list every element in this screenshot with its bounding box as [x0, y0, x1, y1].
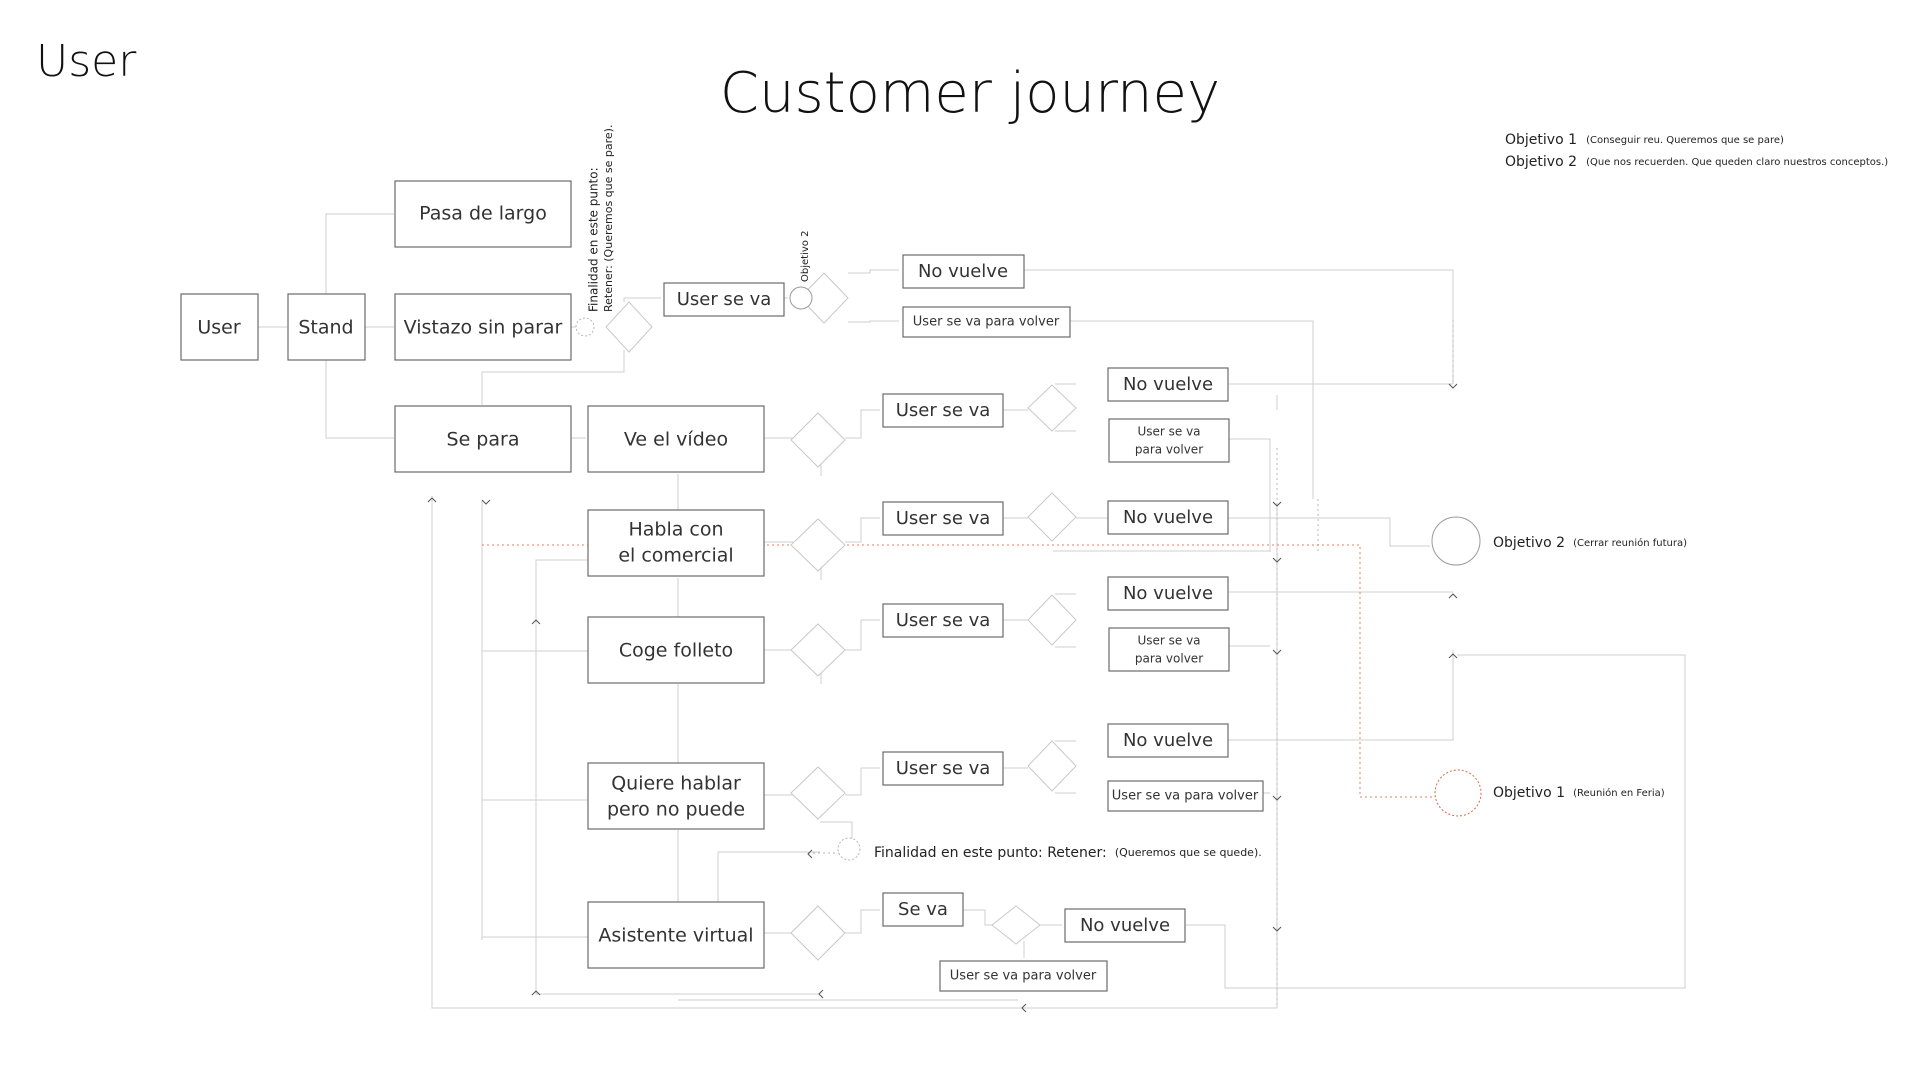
svg-text:para volver: para volver: [1135, 443, 1203, 457]
node-asist-no-vuelve: No vuelve: [1064, 908, 1186, 943]
svg-text:No vuelve: No vuelve: [1123, 730, 1213, 751]
node-top-user-se-va: User se va: [663, 282, 785, 317]
legend-objetivo-1: Objetivo 1 (Conseguir reu. Queremos que …: [1505, 130, 1784, 149]
svg-text:No vuelve: No vuelve: [1123, 583, 1213, 604]
svg-text:User se va para volver: User se va para volver: [913, 315, 1060, 330]
node-habla-user-se-va: User se va: [882, 501, 1004, 536]
node-quiere-user-se-va: User se va: [882, 751, 1004, 786]
svg-text:Habla con: Habla con: [628, 519, 723, 541]
node-user: User: [180, 293, 259, 361]
diamond-quiere: [790, 766, 846, 820]
node-asist-user-se-va-para-volver: User se va para volver: [939, 960, 1108, 992]
svg-text:Pasa de largo: Pasa de largo: [419, 203, 547, 225]
annotation-objetivo-2-small: Objetivo 2: [800, 231, 811, 282]
node-quiere-user-se-va-para-volver: User se va para volver: [1107, 780, 1264, 812]
diamond-asist-right: [991, 905, 1041, 945]
diamond-quiere-right: [1027, 740, 1077, 792]
svg-text:No vuelve: No vuelve: [1080, 915, 1170, 936]
corner-label: User: [36, 36, 137, 87]
node-ve-el-video: Ve el vídeo: [587, 405, 765, 473]
diamond-habla: [790, 518, 846, 572]
node-folleto-user-se-va: User se va: [882, 603, 1004, 638]
node-top-user-se-va-para-volver: User se va para volver: [902, 306, 1071, 338]
decision-diamonds: [605, 272, 1077, 961]
annotation-retener-quede: Finalidad en este punto: Retener: (Quere…: [874, 843, 1262, 862]
svg-text:Asistente virtual: Asistente virtual: [598, 925, 753, 947]
diamond-habla-right: [1027, 492, 1077, 542]
goal-objetivo-1-label: Objetivo 1 (Reunión en Feria): [1493, 783, 1665, 802]
node-habla-no-vuelve: No vuelve: [1107, 500, 1229, 535]
svg-text:para volver: para volver: [1135, 652, 1203, 666]
node-coge-folleto: Coge folleto: [587, 616, 765, 684]
arrowheads: [427, 383, 1458, 1013]
goal-objetivo-2-label: Objetivo 2 (Cerrar reunión futura): [1493, 533, 1687, 552]
node-stand: Stand: [287, 293, 366, 361]
node-asistente-virtual: Asistente virtual: [587, 901, 765, 969]
legend-objetivo-2: Objetivo 2 (Que nos recuerden. Que quede…: [1505, 152, 1888, 171]
goal-objetivo-1-circle: [1434, 769, 1482, 817]
svg-text:User se va: User se va: [677, 289, 772, 310]
svg-text:User se va para volver: User se va para volver: [950, 969, 1097, 984]
node-pasa-de-largo: Pasa de largo: [394, 180, 572, 248]
svg-text:Se va: Se va: [898, 899, 948, 920]
svg-text:No vuelve: No vuelve: [1123, 374, 1213, 395]
node-folleto-no-vuelve: No vuelve: [1107, 576, 1229, 611]
page-title: Customer journey: [720, 61, 1220, 126]
svg-text:User se va: User se va: [896, 610, 991, 631]
node-quiere-no-vuelve: No vuelve: [1107, 723, 1229, 758]
node-video-no-vuelve: No vuelve: [1107, 367, 1229, 402]
retener-marker-bottom: [837, 837, 861, 861]
svg-text:User se va: User se va: [896, 508, 991, 529]
node-folleto-user-se-va-para-volver: User se va para volver: [1108, 627, 1230, 672]
diamond-video-right: [1027, 384, 1077, 432]
node-top-no-vuelve: No vuelve: [902, 254, 1025, 289]
objetivo-2-marker: [789, 286, 813, 310]
svg-text:Quiere hablar: Quiere hablar: [611, 773, 741, 795]
retener-marker-top: [575, 317, 595, 337]
node-quiere-hablar: Quiere hablar pero no puede: [587, 762, 765, 830]
node-se-para: Se para: [394, 405, 572, 473]
goal-objetivo-2-circle: [1431, 516, 1481, 566]
svg-text:No vuelve: No vuelve: [1123, 507, 1213, 528]
svg-text:User: User: [197, 317, 240, 339]
svg-text:Coge folleto: Coge folleto: [619, 640, 733, 662]
node-vistazo-sin-parar: Vistazo sin parar: [394, 293, 572, 361]
annotation-finalidad-line-1: Finalidad en este punto:: [587, 167, 601, 312]
node-habla-con-el-comercial: Habla con el comercial: [587, 509, 765, 577]
svg-text:User se va: User se va: [1137, 634, 1200, 648]
svg-text:No vuelve: No vuelve: [918, 261, 1008, 282]
svg-text:Stand: Stand: [298, 317, 353, 339]
svg-text:User se va para volver: User se va para volver: [1112, 789, 1259, 804]
svg-text:el comercial: el comercial: [618, 545, 733, 567]
node-video-user-se-va-para-volver: User se va para volver: [1108, 418, 1230, 463]
svg-text:Vistazo sin parar: Vistazo sin parar: [404, 317, 563, 339]
annotation-finalidad-line-2: Retener: (Queremos que se pare).: [602, 125, 615, 312]
svg-text:Ve el vídeo: Ve el vídeo: [624, 429, 728, 451]
diamond-vistazo: [605, 301, 653, 353]
diamond-video: [790, 412, 846, 468]
svg-text:User se va: User se va: [1137, 425, 1200, 439]
diamond-asist: [790, 905, 846, 961]
node-video-user-se-va: User se va: [882, 393, 1004, 428]
svg-text:Se para: Se para: [447, 429, 520, 451]
svg-text:User se va: User se va: [896, 400, 991, 421]
node-asist-se-va: Se va: [882, 892, 964, 927]
svg-text:pero no puede: pero no puede: [607, 799, 745, 821]
diamond-folleto: [790, 623, 846, 677]
diamond-folleto-right: [1027, 594, 1077, 646]
svg-text:User se va: User se va: [896, 758, 991, 779]
